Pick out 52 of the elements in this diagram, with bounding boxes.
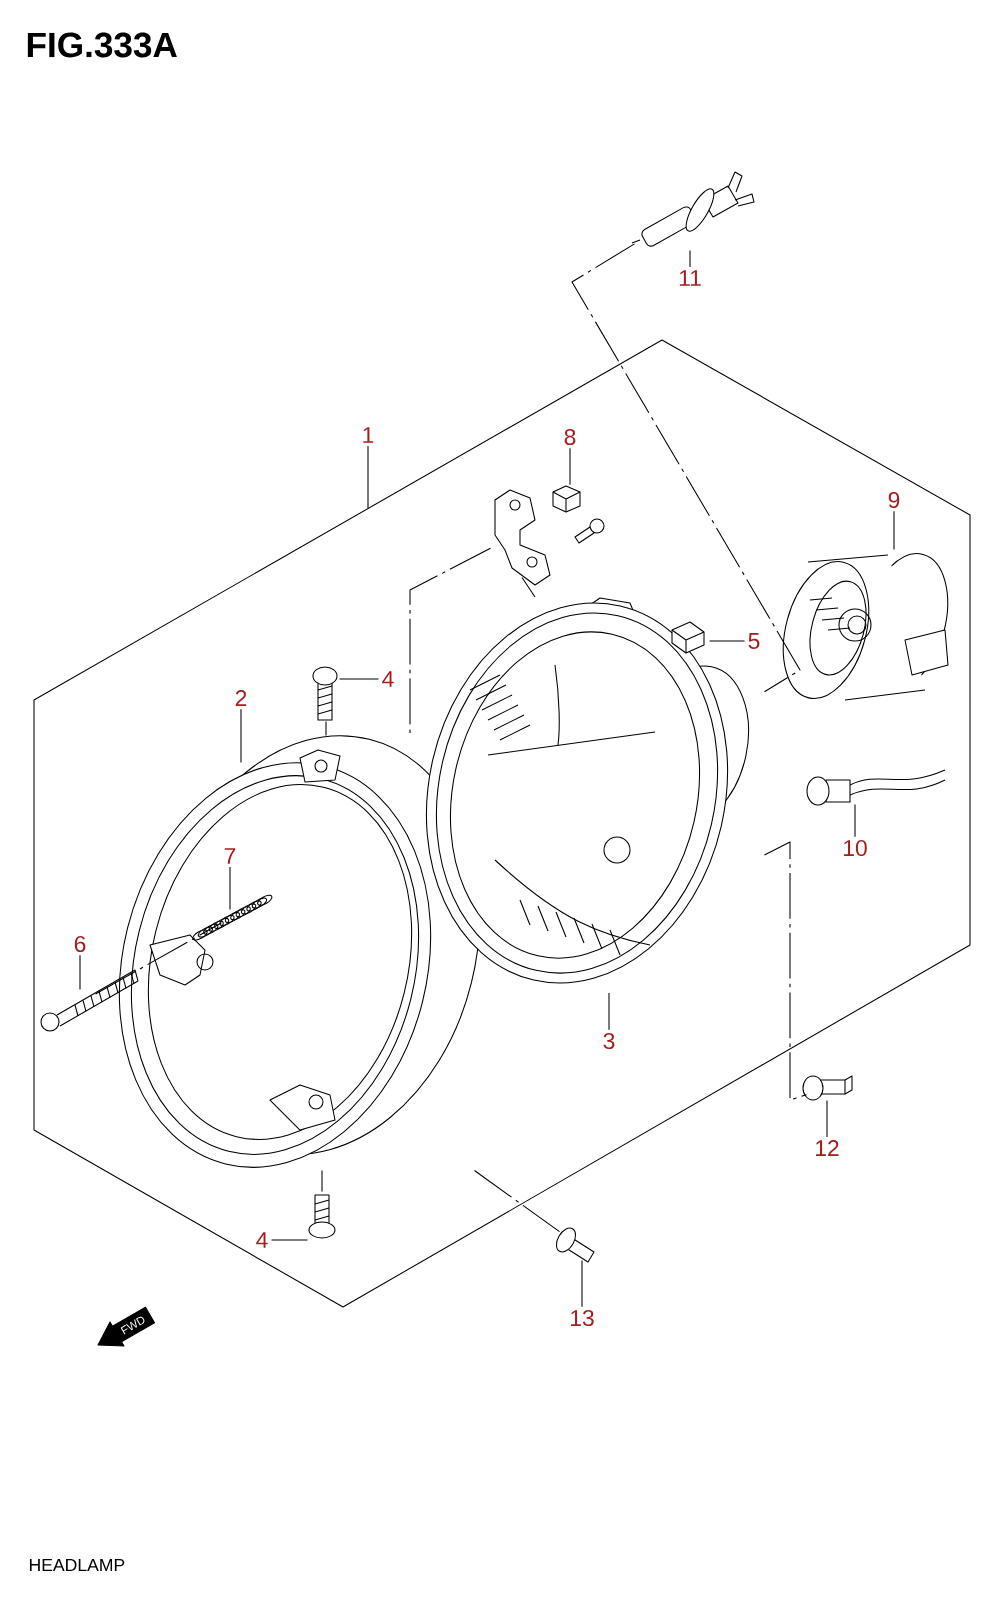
leader-line	[229, 866, 231, 910]
callout-number: 10	[844, 839, 867, 857]
callout-number: 12	[816, 1140, 839, 1156]
callout-number: 8	[564, 428, 576, 446]
leader-line	[689, 250, 691, 268]
arrow-label: FWD	[120, 1316, 145, 1335]
screw-drawing	[555, 1227, 595, 1263]
bulb-drawing	[631, 171, 755, 247]
assembly-line	[521, 577, 536, 598]
callout-number: 4	[256, 1232, 268, 1248]
nut-drawing	[552, 485, 581, 513]
callout-number: 7	[224, 848, 236, 864]
callout-number: 9	[888, 491, 900, 509]
callout-number: 4	[382, 671, 394, 687]
leader-line	[608, 992, 610, 1031]
assembly-line	[321, 1169, 323, 1193]
leader-line	[826, 1100, 828, 1138]
assembly-line	[473, 1169, 560, 1233]
rim-drawing	[119, 735, 480, 1168]
leader-line	[271, 1239, 308, 1241]
leader-line	[367, 445, 369, 509]
assembly-line	[571, 243, 801, 693]
leader-line	[339, 678, 379, 680]
callout-number: 3	[603, 1032, 615, 1050]
callout-number: 11	[679, 270, 701, 286]
leader-line	[79, 954, 81, 990]
cover-drawing	[782, 553, 949, 701]
assembly-line	[325, 721, 327, 737]
leader-line	[240, 708, 242, 764]
callout-number: 2	[235, 690, 247, 706]
leader-line	[581, 1260, 583, 1308]
callout-number: 13	[571, 1309, 594, 1327]
callout-number: 5	[748, 633, 760, 649]
bulb-drawing	[802, 1075, 853, 1101]
spring-drawing	[192, 894, 273, 941]
screw-drawing	[308, 1194, 336, 1239]
screw-drawing	[40, 969, 139, 1032]
callout-number: 6	[74, 935, 86, 953]
assembly-line	[763, 841, 807, 1101]
headlamp-drawing	[425, 597, 749, 984]
leader-line	[854, 804, 856, 838]
leader-line	[709, 640, 745, 642]
bracket-drawing	[494, 489, 605, 586]
leader-line	[893, 510, 895, 551]
callout-number: 1	[363, 427, 374, 443]
assembly-line	[95, 922, 222, 995]
title: FIG.333A	[27, 32, 177, 58]
caption: HEADLAMP	[29, 1558, 125, 1572]
nut-drawing	[671, 621, 705, 654]
leader-line	[569, 447, 571, 485]
screw-drawing	[312, 666, 338, 721]
socket-drawing	[806, 769, 946, 806]
